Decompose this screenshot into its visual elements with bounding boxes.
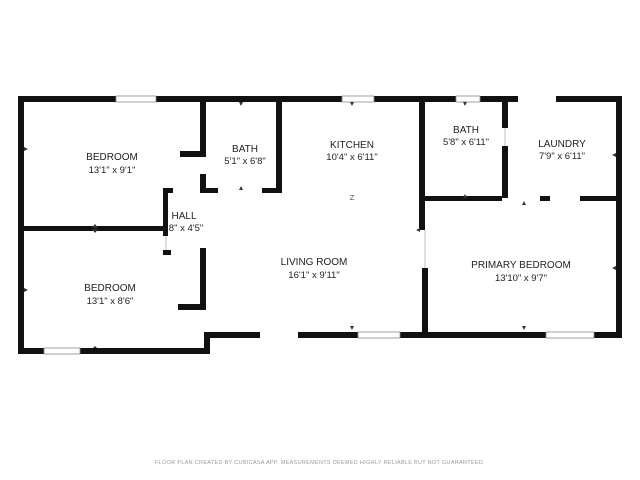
room-bath-2: BATH 5'8" x 6'11" — [443, 125, 489, 148]
room-name: LAUNDRY — [538, 139, 586, 150]
room-name: HALL — [171, 211, 196, 222]
room-name: BATH — [232, 144, 258, 155]
room-laundry: LAUNDRY 7'9" x 6'11" — [538, 139, 586, 162]
room-name: KITCHEN — [330, 140, 374, 151]
room-dimensions: 13'10" x 9'7" — [495, 273, 547, 284]
room-hall: HALL 8" x 4'5" — [169, 211, 203, 234]
tick-marks — [24, 102, 616, 348]
room-name: LIVING ROOM — [281, 257, 348, 268]
room-name: BEDROOM — [84, 283, 136, 294]
room-dimensions: 7'9" x 6'11" — [539, 151, 585, 162]
room-living-room: LIVING ROOM 16'1" x 9'11" — [281, 257, 348, 281]
windows — [43, 95, 595, 355]
room-bath-1: BATH 5'1" x 6'8" — [224, 144, 266, 167]
door-opening — [260, 332, 298, 338]
window — [357, 331, 401, 339]
thin-lines — [165, 128, 506, 268]
room-bedroom-1: BEDROOM 13'1" x 9'1" — [86, 152, 138, 176]
room-bedroom-2: BEDROOM 13'1" x 8'6" — [84, 283, 136, 307]
room-name: BEDROOM — [86, 152, 138, 163]
room-dimensions: 10'4" x 6'11" — [326, 152, 377, 163]
room-dimensions: 5'8" x 6'11" — [443, 137, 489, 148]
interior-walls — [18, 100, 622, 338]
room-name: BATH — [453, 125, 479, 136]
room-dimensions: 13'1" x 8'6" — [87, 296, 134, 307]
footer-disclaimer: FLOOR PLAN CREATED BY CUBICASA APP. MEAS… — [155, 460, 485, 466]
window — [43, 347, 81, 355]
room-name: PRIMARY BEDROOM — [471, 260, 571, 271]
room-kitchen: KITCHEN 10'4" x 6'11" — [326, 140, 377, 163]
window — [455, 95, 481, 103]
room-dimensions: 16'1" x 9'11" — [288, 270, 339, 281]
window — [341, 95, 375, 103]
room-primary-bedroom: PRIMARY BEDROOM 13'10" x 9'7" — [471, 260, 571, 284]
room-dimensions: 8" x 4'5" — [169, 223, 203, 234]
window — [545, 331, 595, 339]
exterior-walls — [18, 96, 622, 354]
room-dimensions: 5'1" x 6'8" — [224, 156, 266, 167]
room-dimensions: 13'1" x 9'1" — [89, 165, 136, 176]
window — [115, 95, 157, 103]
window — [518, 96, 556, 102]
compass-icon: Z — [350, 194, 355, 202]
